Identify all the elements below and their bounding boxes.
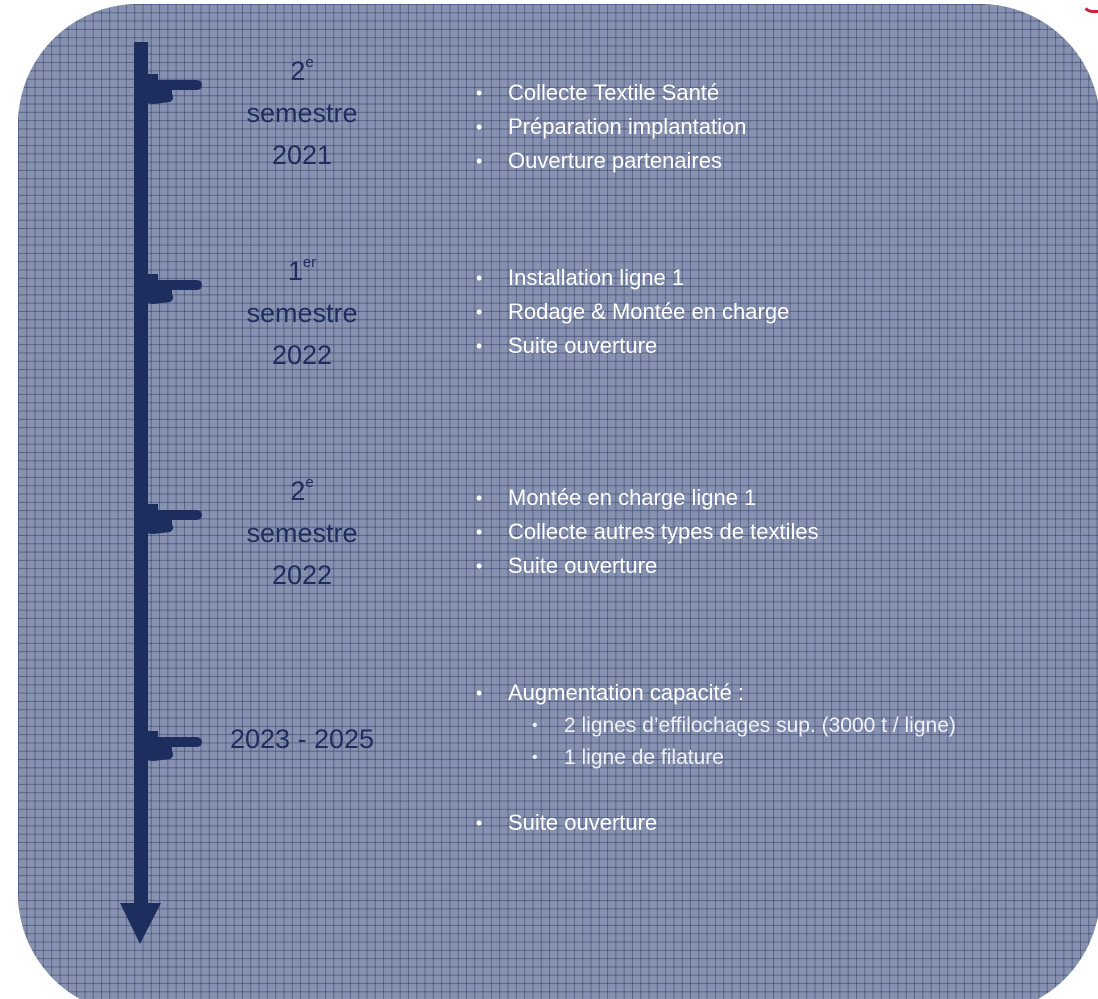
milestone-item: Préparation implantation <box>476 110 746 144</box>
pointing-hand-icon <box>140 731 202 761</box>
milestone-item: Augmentation capacité : 2 lignes d’effil… <box>476 676 956 774</box>
milestone-list: Augmentation capacité : 2 lignes d’effil… <box>476 676 956 840</box>
milestone-item: Collecte autres types de textiles <box>476 515 819 549</box>
corner-decoration <box>1081 0 1098 13</box>
period-label: 2023 - 2025 <box>229 724 375 754</box>
period-label: 2e semestre 2021 <box>246 54 358 170</box>
period-label: 1er semestre 2022 <box>246 254 358 370</box>
timeline-axis <box>134 42 148 912</box>
milestone-subitem: 1 ligne de filature <box>532 742 956 774</box>
milestone-item: Ouverture partenaires <box>476 144 746 178</box>
milestone-sublist: 2 lignes d’effilochages sup. (3000 t / l… <box>508 710 956 774</box>
milestone-list: Installation ligne 1 Rodage & Montée en … <box>476 261 789 363</box>
milestone-item: Suite ouverture <box>476 806 956 840</box>
pointing-hand-icon <box>140 74 202 104</box>
down-arrow-icon <box>120 903 161 944</box>
milestone-subitem: 2 lignes d’effilochages sup. (3000 t / l… <box>532 710 956 742</box>
pointing-hand-icon <box>140 274 202 304</box>
milestone-item: Suite ouverture <box>476 329 789 363</box>
milestone-item: Collecte Textile Santé <box>476 76 746 110</box>
milestone-item: Suite ouverture <box>476 549 819 583</box>
pointer-group <box>140 74 202 761</box>
pointing-hand-icon <box>140 504 202 534</box>
milestone-item: Rodage & Montée en charge <box>476 295 789 329</box>
milestone-list: Montée en charge ligne 1 Collecte autres… <box>476 481 819 583</box>
milestone-list: Collecte Textile Santé Préparation impla… <box>476 76 746 178</box>
milestone-item: Montée en charge ligne 1 <box>476 481 819 515</box>
period-label: 2e semestre 2022 <box>246 474 358 590</box>
milestone-item: Installation ligne 1 <box>476 261 789 295</box>
